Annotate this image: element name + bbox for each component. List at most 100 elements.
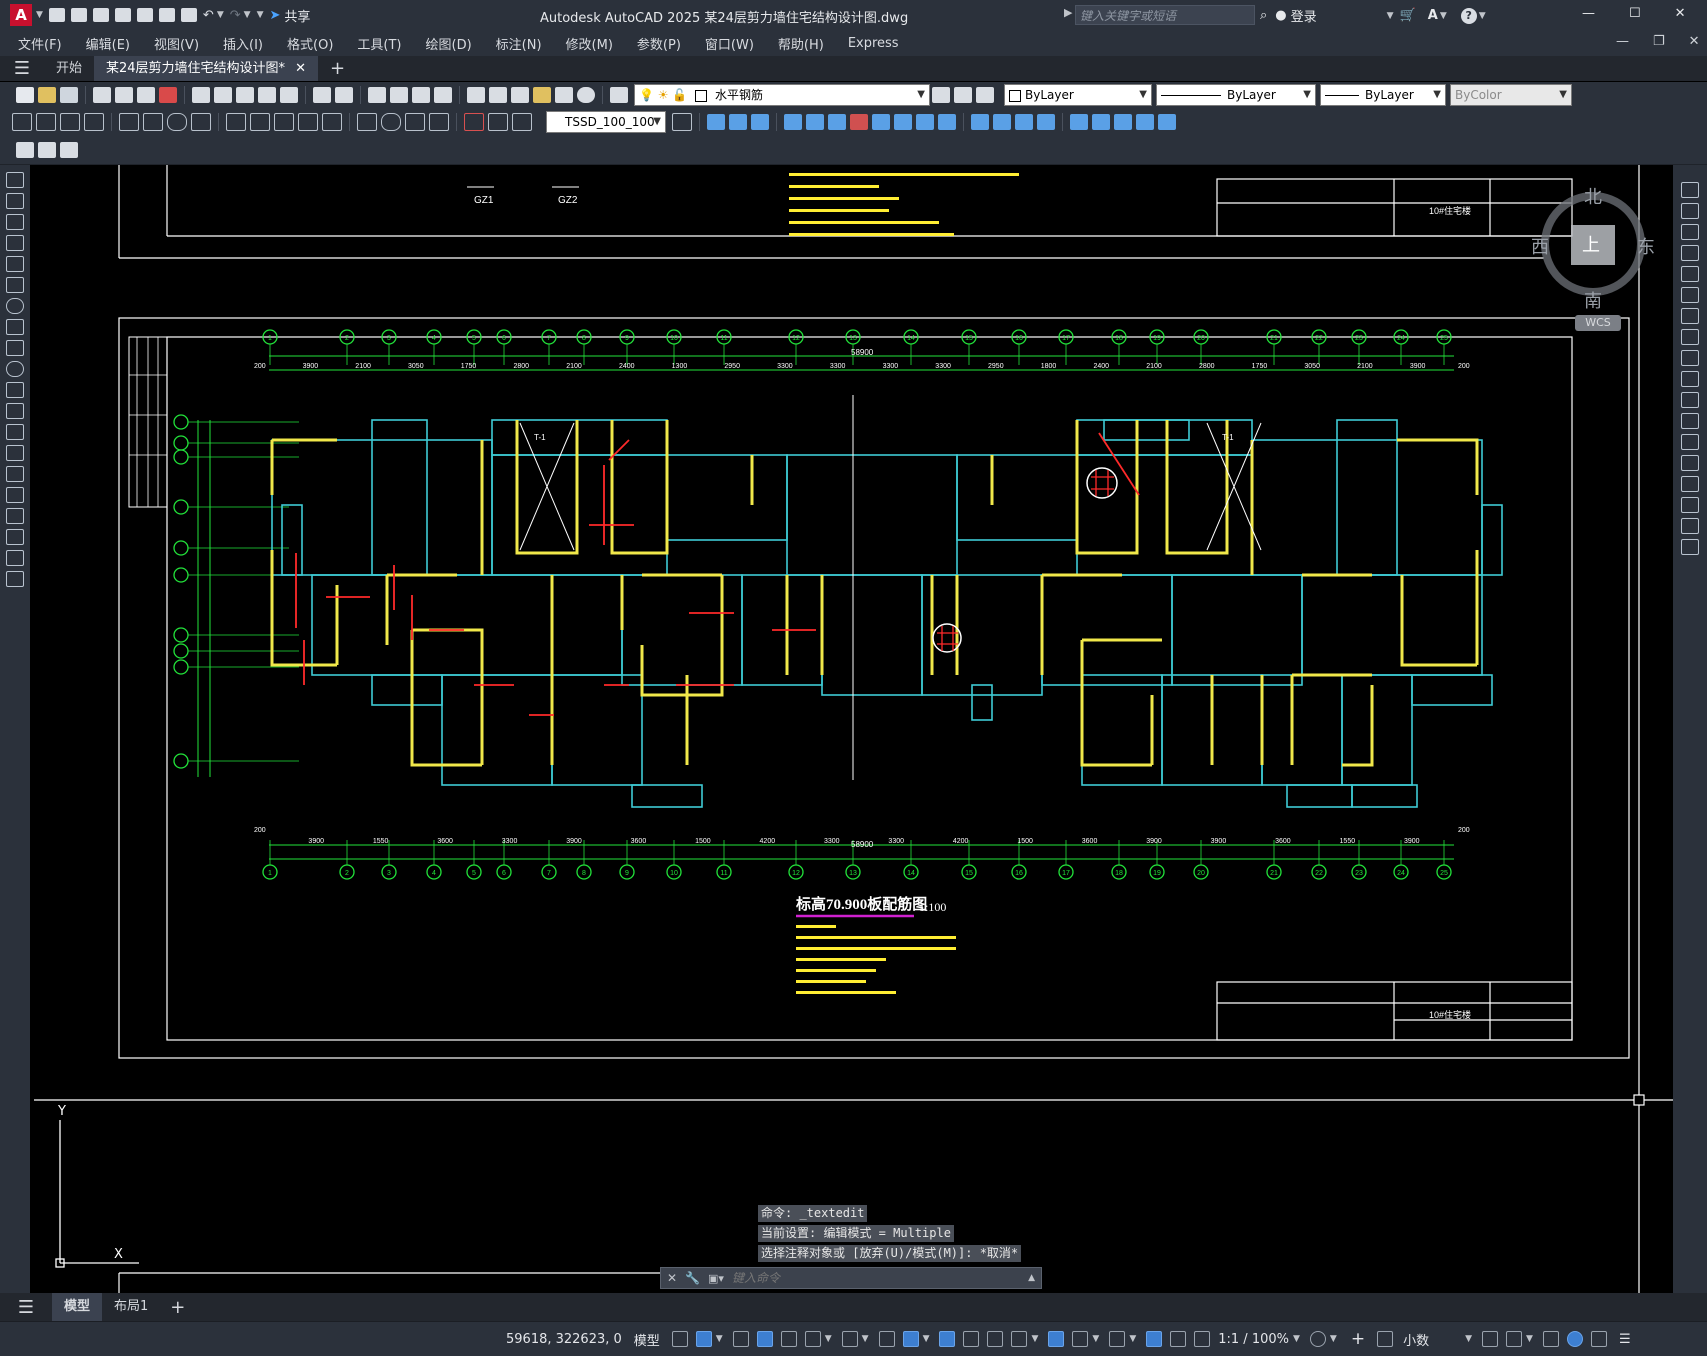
open-icon[interactable]: [38, 87, 56, 103]
dimstyle-manager-icon[interactable]: [672, 113, 692, 131]
login-caret-icon[interactable]: ▼: [1386, 10, 1394, 21]
units-value[interactable]: 小数: [1403, 1333, 1430, 1349]
print-icon[interactable]: [93, 87, 111, 103]
tab-layout1[interactable]: 布局1: [114, 1299, 149, 1314]
login-button[interactable]: 登录: [1290, 10, 1317, 25]
add-selected-icon[interactable]: [6, 571, 24, 587]
annotation-visibility-icon[interactable]: [1146, 1331, 1163, 1347]
gizmo-caret-icon[interactable]: ▼: [1129, 1334, 1137, 1344]
undo-icon[interactable]: ↶: [202, 7, 214, 23]
dim-update-icon[interactable]: [512, 113, 532, 131]
mtext-icon[interactable]: [6, 550, 24, 566]
snap-icon[interactable]: [695, 1331, 712, 1347]
help-caret-icon[interactable]: ▼: [1478, 10, 1486, 21]
cut-icon[interactable]: [192, 87, 210, 103]
grid-icon[interactable]: [671, 1331, 688, 1347]
chamfer-palette-icon[interactable]: [1681, 476, 1699, 492]
open-web-icon[interactable]: [136, 8, 153, 22]
trim-icon[interactable]: [916, 114, 934, 130]
gradient-icon[interactable]: [6, 487, 24, 503]
zoom-window-icon[interactable]: [412, 87, 430, 103]
new-tab-icon[interactable]: +: [329, 58, 346, 79]
command-recent-icon[interactable]: ▣▾: [708, 1271, 724, 1285]
tab-model[interactable]: 模型: [52, 1293, 103, 1321]
insert-block-icon[interactable]: [6, 403, 24, 419]
aligned-dim-icon[interactable]: [36, 113, 56, 131]
rectangle-icon[interactable]: [6, 256, 24, 272]
mirror-icon[interactable]: [729, 114, 747, 130]
annotation-scale-caret-icon[interactable]: ▼: [1292, 1334, 1300, 1344]
command-history-toggle-icon[interactable]: ▲: [1028, 1273, 1035, 1283]
linear-dim-icon[interactable]: [12, 113, 32, 131]
app-menu-caret-icon[interactable]: ▼: [36, 10, 43, 20]
preview-icon[interactable]: [115, 87, 133, 103]
splinedit-icon[interactable]: [1158, 114, 1176, 130]
save-icon[interactable]: [92, 8, 109, 22]
continue-dim-icon[interactable]: [274, 113, 294, 131]
lock-ui-caret-icon[interactable]: ▼: [1526, 1334, 1533, 1344]
tolerance-icon[interactable]: [357, 113, 377, 131]
app-logo[interactable]: A: [10, 4, 32, 26]
tab-close-icon[interactable]: ✕: [295, 61, 306, 76]
doc-minimize-icon[interactable]: —: [1616, 34, 1629, 49]
fillet-palette-icon[interactable]: [1681, 497, 1699, 513]
multileader-style-icon[interactable]: [60, 142, 78, 158]
customize-qat-icon[interactable]: ▼: [256, 10, 264, 20]
rotate-palette-icon[interactable]: [1681, 308, 1699, 324]
drawing-canvas[interactable]: 10#住宅楼 GZ1 GZ2: [34, 165, 1673, 1293]
center-mark-icon[interactable]: [381, 113, 401, 131]
wcs-menu[interactable]: WCS: [1575, 315, 1621, 331]
units-caret-icon[interactable]: ▼: [1465, 1334, 1473, 1344]
help-icon[interactable]: ?: [1460, 7, 1477, 24]
table-style-icon[interactable]: [38, 142, 56, 158]
lengthen-icon[interactable]: [1092, 114, 1110, 130]
diameter-dim-icon[interactable]: [167, 113, 187, 131]
extend-palette-icon[interactable]: [1681, 392, 1699, 408]
dim-space-icon[interactable]: [298, 113, 318, 131]
menu-item-1[interactable]: 编辑(E): [85, 37, 130, 53]
cart-icon[interactable]: 🛒: [1399, 8, 1416, 23]
stretch-icon[interactable]: [894, 114, 912, 130]
layer-properties-icon[interactable]: [610, 87, 628, 103]
search-expand-icon[interactable]: ▶: [1064, 6, 1073, 19]
compass-east[interactable]: 东: [1637, 237, 1655, 258]
compass-south[interactable]: 南: [1584, 291, 1602, 312]
ordinate-dim-icon[interactable]: [84, 113, 104, 131]
compass-west[interactable]: 西: [1531, 237, 1549, 258]
clean-screen-icon[interactable]: [1590, 1331, 1607, 1347]
selection-filter-caret-icon[interactable]: ▼: [1092, 1334, 1100, 1344]
menu-item-7[interactable]: 标注(N): [495, 37, 542, 53]
align-icon[interactable]: [1114, 114, 1132, 130]
jogged-dim-icon[interactable]: [143, 113, 163, 131]
isodraft-icon[interactable]: [841, 1331, 858, 1347]
construction-line-icon[interactable]: [6, 193, 24, 209]
arc-length-icon[interactable]: [60, 113, 80, 131]
graphics-performance-icon[interactable]: [1566, 1331, 1583, 1347]
layer-previous-icon[interactable]: [954, 87, 972, 103]
workspace-gear-icon[interactable]: [1309, 1331, 1326, 1347]
design-center-icon[interactable]: [489, 87, 507, 103]
explode-icon[interactable]: [1070, 114, 1088, 130]
jogged-linear-icon[interactable]: [429, 113, 449, 131]
user-icon[interactable]: ●: [1275, 8, 1287, 23]
scale-icon[interactable]: [872, 114, 890, 130]
new-layout-icon[interactable]: +: [170, 1296, 186, 1318]
customization-icon[interactable]: ☰: [1618, 1331, 1631, 1347]
pdf-icon[interactable]: [159, 87, 177, 103]
match-properties-icon[interactable]: [258, 87, 276, 103]
copy-object-icon[interactable]: [707, 114, 725, 130]
command-close-icon[interactable]: ✕: [667, 1271, 678, 1285]
linetype-dropdown[interactable]: ByLayer ▼: [1156, 84, 1316, 106]
infer-constraints-icon[interactable]: [732, 1331, 749, 1347]
save-web-icon[interactable]: [158, 8, 175, 22]
explode-palette-icon[interactable]: [1681, 539, 1699, 555]
autodesk-app-icon[interactable]: A: [1427, 8, 1438, 23]
open-file-icon[interactable]: [70, 8, 87, 22]
calculator-icon[interactable]: [555, 87, 573, 103]
erase-icon[interactable]: [850, 114, 868, 130]
make-block-icon[interactable]: [6, 424, 24, 440]
table-icon[interactable]: [6, 529, 24, 545]
polygon-icon[interactable]: [6, 235, 24, 251]
sheet-set-icon[interactable]: [533, 87, 551, 103]
stretch-palette-icon[interactable]: [1681, 350, 1699, 366]
